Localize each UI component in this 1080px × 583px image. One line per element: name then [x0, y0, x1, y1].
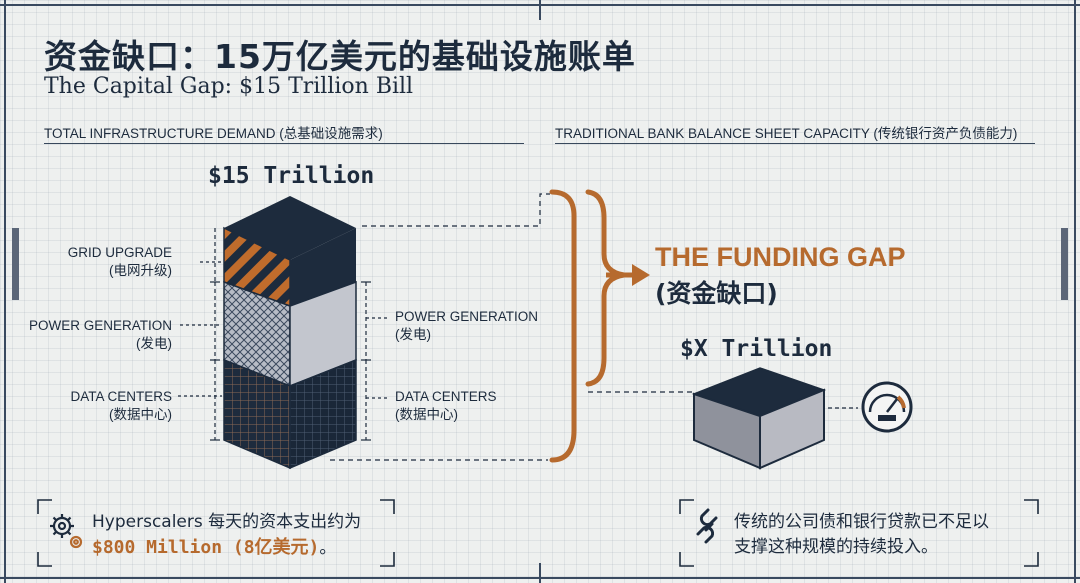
frame-center-mark-bottom — [539, 563, 541, 583]
note-box-right-frame — [679, 499, 1039, 567]
segment-label-datacenters-right-cn: (数据中心) — [395, 407, 458, 422]
total-demand-label: $15 Trillion — [208, 163, 375, 189]
right-section-heading: TRADITIONAL BANK BALANCE SHEET CAPACITY … — [555, 126, 1018, 141]
segment-label-datacenters-left-en: DATA CENTERS — [70, 389, 172, 404]
gauge-icon — [861, 381, 913, 433]
frame-left — [4, 0, 6, 583]
segment-label-power-right-en: POWER GENERATION — [395, 309, 539, 324]
left-dimension-lines — [178, 228, 222, 441]
page-subtitle: The Capital Gap: $15 Trillion Bill — [44, 74, 414, 99]
note-right-line2: 支撑这种规模的持续投入。 — [734, 537, 938, 557]
segment-label-power-left-cn: (发电) — [136, 336, 172, 351]
segment-label-grid-upgrade-cn: (电网升级) — [109, 263, 172, 278]
segment-label-power-right: POWER GENERATION (发电) — [395, 308, 538, 344]
funding-gap-subtitle: (资金缺口) — [655, 279, 778, 308]
segment-label-datacenters-right-en: DATA CENTERS — [395, 389, 497, 404]
note-right: 传统的公司债和银行贷款已不足以 支撑这种规模的持续投入。 — [734, 510, 989, 560]
note-box-left-frame — [37, 499, 395, 567]
left-side-tab — [12, 228, 19, 300]
gears-icon — [50, 514, 83, 549]
right-side-tab — [1061, 228, 1068, 300]
note-left-highlight: $800 Million — [92, 537, 223, 558]
chain-link-icon — [696, 508, 718, 544]
funding-gap-title: THE FUNDING GAP — [655, 242, 906, 272]
frame-right — [1074, 0, 1076, 583]
frame-center-mark — [539, 0, 541, 20]
note-left-line2: $800 Million (8亿美元)。 — [92, 535, 361, 561]
segment-label-grid-upgrade: GRID UPGRADE (电网升级) — [68, 244, 172, 280]
funding-gap-brackets — [549, 189, 625, 463]
segment-label-power-left: POWER GENERATION (发电) — [29, 317, 172, 353]
right-dimension-lines — [361, 281, 388, 441]
note-left-highlight-suffix: (8亿美元) — [222, 537, 320, 558]
note-left-line1: Hyperscalers 每天的资本支出约为 — [92, 512, 362, 532]
note-right-line1: 传统的公司债和银行贷款已不足以 — [734, 512, 989, 532]
segment-label-datacenters-right: DATA CENTERS (数据中心) — [395, 388, 497, 424]
stacked-demand-cube — [223, 196, 357, 470]
segment-label-datacenters-left: DATA CENTERS (数据中心) — [70, 388, 172, 424]
page-title: 资金缺口：15万亿美元的基础设施账单 — [44, 37, 636, 76]
left-section-rule — [44, 143, 524, 144]
left-section-heading: TOTAL INFRASTRUCTURE DEMAND (总基础设施需求) — [44, 126, 383, 141]
capacity-label: $X Trillion — [680, 336, 833, 362]
bracket-connectors — [330, 193, 692, 461]
note-left-line2-end: 。 — [319, 538, 337, 558]
gap-arrow — [606, 264, 650, 286]
segment-label-datacenters-left-cn: (数据中心) — [109, 407, 172, 422]
segment-label-power-left-en: POWER GENERATION — [28, 318, 172, 333]
right-section-rule — [555, 143, 1035, 144]
bank-capacity-cube — [691, 367, 827, 470]
note-left: Hyperscalers 每天的资本支出约为 $800 Million (8亿美… — [92, 510, 361, 561]
segment-label-grid-upgrade-en: GRID UPGRADE — [67, 245, 172, 260]
segment-label-power-right-cn: (发电) — [395, 327, 431, 342]
